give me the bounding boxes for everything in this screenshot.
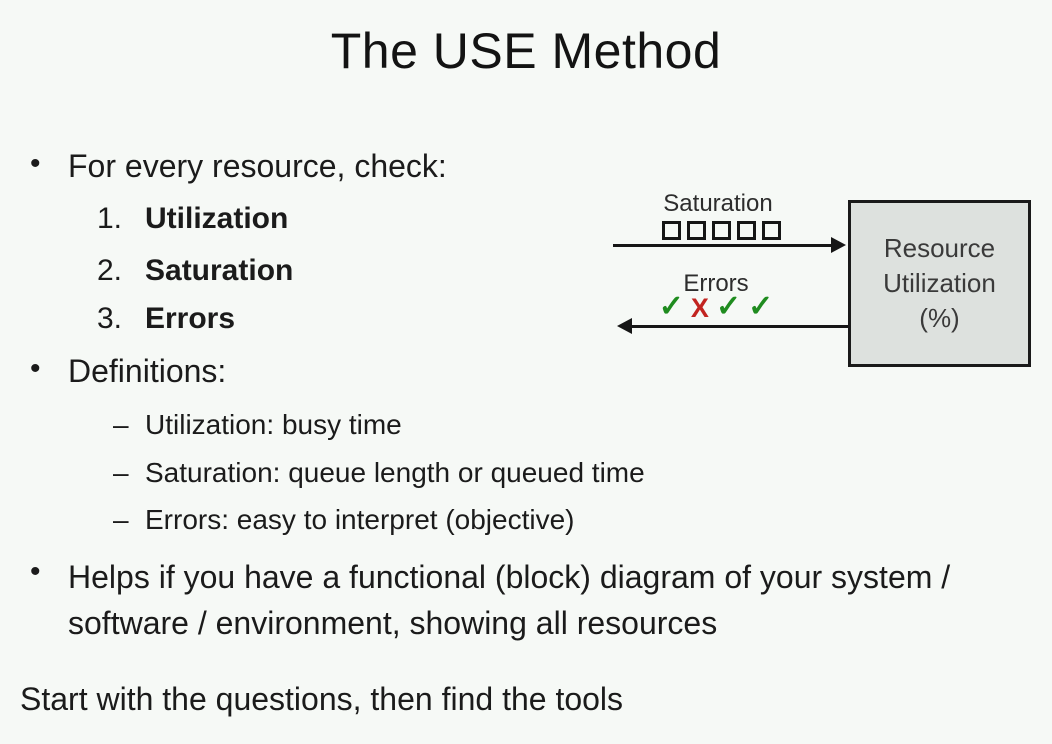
saturation-queue bbox=[662, 221, 781, 240]
error-marks: ✓ X ✓ ✓ bbox=[630, 292, 802, 322]
queue-slot-icon bbox=[687, 221, 706, 240]
resource-utilization-box: Resource Utilization (%) bbox=[848, 200, 1031, 367]
arrow-shaft bbox=[613, 243, 831, 247]
arrow-shaft bbox=[632, 324, 848, 328]
box-line: Resource bbox=[883, 232, 996, 263]
list-item-label: Utilization bbox=[145, 202, 289, 235]
bullet-icon: • bbox=[30, 147, 41, 180]
bullet-check-label: For every resource, check: bbox=[68, 148, 447, 184]
errors-label: Errors bbox=[683, 270, 749, 297]
arrowhead-right-icon bbox=[831, 237, 846, 253]
definition-label: Saturation: queue length or queued time bbox=[145, 457, 645, 488]
check-icon: ✓ bbox=[658, 290, 684, 323]
check-icon: ✓ bbox=[715, 290, 742, 323]
bullet-check: • For every resource, check: bbox=[30, 146, 447, 188]
page-title: The USE Method bbox=[330, 23, 722, 79]
dash-icon: – bbox=[113, 504, 129, 535]
definition-label: Errors: easy to interpret (objective) bbox=[145, 504, 575, 535]
list-number: 1. bbox=[97, 202, 123, 235]
dash-icon: – bbox=[113, 409, 129, 440]
bullet-helps: • Helps if you have a functional (block)… bbox=[30, 554, 1018, 647]
definition-errors: – Errors: easy to interpret (objective) bbox=[113, 503, 575, 537]
bullet-definitions-label: Definitions: bbox=[68, 353, 227, 389]
list-item-utilization: 1. Utilization bbox=[97, 201, 288, 237]
bullet-icon: • bbox=[30, 352, 41, 385]
bullet-definitions: • Definitions: bbox=[30, 351, 226, 393]
bullet-helps-label: Helps if you have a functional (block) d… bbox=[68, 559, 951, 642]
bullet-icon: • bbox=[30, 555, 41, 588]
list-item-saturation: 2. Saturation bbox=[97, 253, 293, 289]
check-icon: ✓ bbox=[748, 290, 774, 323]
closing-statement: Start with the questions, then find the … bbox=[20, 681, 624, 717]
list-item-label: Errors bbox=[145, 302, 236, 335]
use-method-diagram: Saturation Errors ✓ X ✓ ✓ Resource Utili… bbox=[600, 190, 1052, 390]
list-number: 2. bbox=[97, 254, 123, 287]
queue-slot-icon bbox=[662, 221, 681, 240]
queue-slot-icon bbox=[737, 221, 756, 240]
list-number: 3. bbox=[97, 302, 123, 335]
arrow-left-icon bbox=[617, 318, 848, 334]
dash-icon: – bbox=[113, 457, 129, 488]
definition-utilization: – Utilization: busy time bbox=[113, 408, 402, 442]
box-line: (%) bbox=[919, 303, 960, 334]
definition-saturation: – Saturation: queue length or queued tim… bbox=[113, 456, 645, 490]
saturation-label: Saturation bbox=[663, 190, 773, 217]
x-icon: X bbox=[690, 292, 709, 323]
list-item-label: Saturation bbox=[145, 254, 294, 287]
queue-slot-icon bbox=[712, 221, 731, 240]
definition-label: Utilization: busy time bbox=[145, 409, 402, 440]
box-line: Utilization bbox=[883, 267, 996, 298]
arrow-right-icon bbox=[613, 237, 846, 253]
arrowhead-left-icon bbox=[617, 318, 632, 334]
queue-slot-icon bbox=[762, 221, 781, 240]
list-item-errors: 3. Errors bbox=[97, 301, 235, 337]
